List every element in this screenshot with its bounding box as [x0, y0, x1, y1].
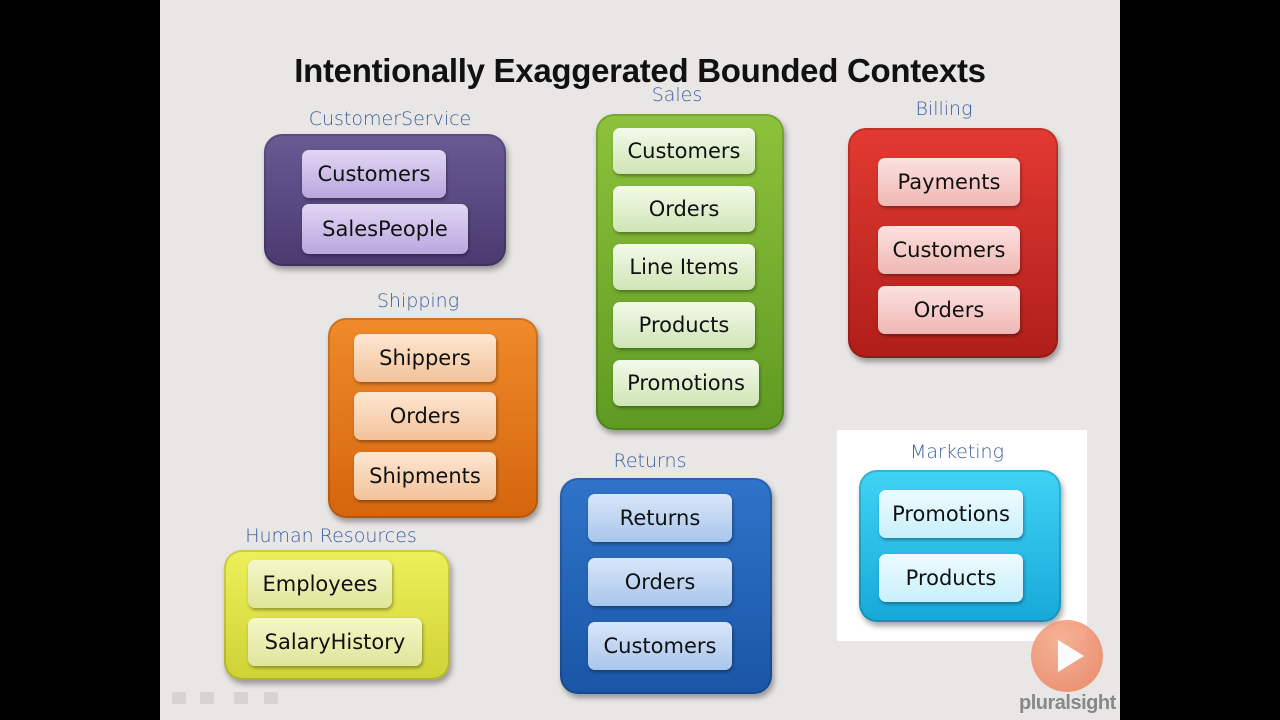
- entity-box: Orders: [354, 392, 496, 440]
- entity-box: Products: [613, 302, 755, 348]
- context-label-billing: Billing: [915, 98, 973, 120]
- context-marketing: Promotions Products: [859, 470, 1061, 622]
- context-shipping: Shippers Orders Shipments: [328, 318, 538, 518]
- context-sales: Customers Orders Line Items Products Pro…: [596, 114, 784, 430]
- context-label-returns: Returns: [613, 450, 687, 472]
- entity-box: Customers: [878, 226, 1020, 274]
- entity-box: SalesPeople: [302, 204, 468, 254]
- context-label-marketing: Marketing: [909, 441, 1005, 463]
- entity-box: Payments: [878, 158, 1020, 206]
- context-label-sales: Sales: [651, 84, 703, 106]
- entity-box: Shippers: [354, 334, 496, 382]
- entity-box: Customers: [613, 128, 755, 174]
- play-icon[interactable]: [1031, 620, 1103, 692]
- context-billing: Payments Customers Orders: [848, 128, 1058, 358]
- prev-slide-icon[interactable]: [172, 692, 186, 704]
- slide: Intentionally Exaggerated Bounded Contex…: [160, 0, 1120, 720]
- entity-box: Promotions: [879, 490, 1023, 538]
- entity-box: Customers: [588, 622, 732, 670]
- entity-box: Returns: [588, 494, 732, 542]
- entity-box: Orders: [613, 186, 755, 232]
- context-label-shipping: Shipping: [376, 290, 460, 312]
- context-label-customer-service: CustomerService: [308, 108, 472, 130]
- entity-box: Orders: [588, 558, 732, 606]
- entity-box: Line Items: [613, 244, 755, 290]
- context-label-human-resources: Human Resources: [245, 525, 417, 547]
- slide-title: Intentionally Exaggerated Bounded Contex…: [294, 52, 986, 89]
- entity-box: Shipments: [354, 452, 496, 500]
- entity-box: Orders: [878, 286, 1020, 334]
- context-returns: Returns Orders Customers: [560, 478, 772, 694]
- entity-box: Employees: [248, 560, 392, 608]
- pen-icon[interactable]: [200, 692, 214, 704]
- slides-menu-icon[interactable]: [234, 692, 248, 704]
- context-human-resources: Employees SalaryHistory: [224, 550, 450, 680]
- context-customer-service: Customers SalesPeople: [264, 134, 506, 266]
- next-slide-icon[interactable]: [264, 692, 278, 704]
- entity-box: SalaryHistory: [248, 618, 422, 666]
- entity-box: Products: [879, 554, 1023, 602]
- entity-box: Promotions: [613, 360, 759, 406]
- marketing-panel: Marketing Promotions Products: [837, 430, 1087, 641]
- entity-box: Customers: [302, 150, 446, 198]
- pluralsight-logo: pluralsight: [1019, 692, 1116, 714]
